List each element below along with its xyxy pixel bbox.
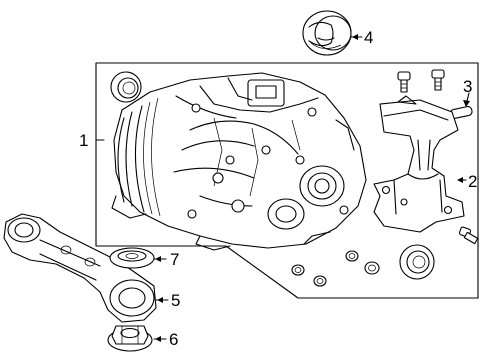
leader-arrow-3 (463, 100, 470, 107)
flange-nut-part-6[interactable] (107, 325, 153, 352)
mount-bushing-part-4[interactable] (302, 10, 352, 56)
callout-3: 3 (463, 77, 472, 96)
mount-bracket-part-2[interactable] (373, 95, 465, 233)
callout-7: 7 (170, 250, 179, 269)
callout-5: 5 (171, 291, 180, 310)
torque-rod-part-5[interactable] (3, 213, 157, 323)
callout-1: 1 (79, 131, 88, 150)
drain-plug-1[interactable] (291, 264, 305, 276)
leader-arrow-6 (155, 336, 161, 342)
callout-6: 6 (169, 330, 178, 349)
drain-plug-2[interactable] (313, 275, 327, 287)
fill-plug-2[interactable] (364, 261, 380, 275)
washer-part-7[interactable] (109, 247, 155, 269)
transaxle-housing-part-1[interactable] (111, 72, 367, 251)
bolt-upper-left-small[interactable] (397, 71, 411, 93)
callout-2: 2 (468, 172, 477, 191)
leader-arrow-5 (157, 297, 163, 303)
oil-seal-upper-left[interactable] (110, 71, 142, 103)
bracket-bolt[interactable] (458, 226, 479, 245)
assembly-outline-box (95, 62, 479, 299)
leader-arrow-2 (457, 177, 463, 183)
callout-4: 4 (364, 28, 373, 47)
fill-plug-1[interactable] (345, 250, 359, 262)
leader-arrow-4 (352, 34, 358, 40)
leader-arrow-7 (155, 256, 161, 262)
bolt-upper-right-small[interactable] (431, 69, 445, 91)
oil-seal-lower-right[interactable] (399, 244, 435, 280)
